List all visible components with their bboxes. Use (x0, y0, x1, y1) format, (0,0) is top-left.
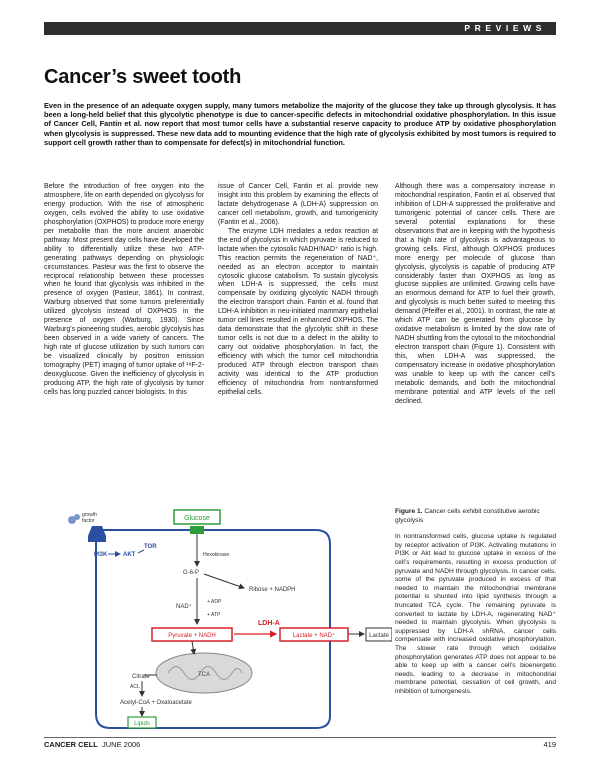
adp-label: + ADP (207, 599, 222, 605)
glucose-transporter-icon (190, 526, 204, 534)
paragraph: Before the introduction of free oxygen i… (44, 183, 204, 396)
growth-factor-line-2: factor (82, 518, 95, 524)
glucose-label: Glucose (184, 515, 210, 522)
article-abstract: Even in the presence of an adequate oxyg… (44, 101, 556, 147)
lipids-box (127, 716, 157, 729)
caption-title: Cancer cells exhibit constitutive aerobi… (395, 508, 540, 524)
growth-factor-icon (68, 514, 80, 524)
g6p-label: G-6-P (183, 570, 199, 576)
mitochondrion-icon (155, 652, 253, 694)
paragraph: Although there was a compensatory increa… (395, 183, 555, 405)
pyruvate-label: Pyruvate + NADH (168, 633, 216, 639)
article-title: Cancer’s sweet tooth (44, 66, 242, 88)
lipids-label: Lipids (134, 721, 150, 727)
growth-factor-label: growth factor (82, 512, 98, 524)
caption-body: In nontransformed cells, glucose uptake … (395, 533, 556, 695)
glucose-box (173, 509, 221, 525)
figure-1-diagram: growth factor PI3K AKT TOR Glucose Hexok… (44, 508, 392, 730)
hexokinase-label: Hexokinase (203, 552, 229, 558)
page-footer: CANCER CELL JUNE 2006 419 (44, 737, 556, 749)
footer-date: JUNE 2006 (102, 740, 141, 749)
atp-label: + ATP (207, 612, 221, 618)
tor-label: TOR (144, 544, 157, 550)
growth-factor-line-1: growth (82, 512, 97, 518)
acetylcoa-label: Acetyl-CoA + Oxaloacetate (120, 700, 193, 706)
mitochondrion-cristae (167, 666, 243, 680)
tca-label: TCA (198, 672, 210, 678)
citrate-label: Citrate (132, 674, 150, 680)
section-banner: PREVIEWS (44, 22, 556, 35)
akt-label: AKT (123, 552, 136, 558)
footer-journal: CANCER CELL (44, 740, 98, 749)
lactate-nad-label: Lactate + NAD⁺ (293, 632, 335, 639)
paragraph: The enzyme LDH mediates a redox reaction… (218, 227, 378, 396)
receptor-icon (88, 526, 106, 542)
pyruvate-mito-arrow (190, 640, 197, 655)
pathway-diagram: growth factor PI3K AKT TOR Glucose Hexok… (68, 509, 392, 729)
ldha-label: LDH-A (258, 620, 280, 627)
paragraph: issue of Cancer Cell, Fantin et al. prov… (218, 183, 378, 226)
pi3k-label: PI3K (94, 552, 108, 558)
figure-caption: Figure 1. Cancer cells exhibit constitut… (395, 508, 556, 696)
section-label: PREVIEWS (464, 23, 546, 33)
footer-page-number: 419 (543, 740, 556, 749)
caption-heading: Figure 1. Cancer cells exhibit constitut… (395, 508, 556, 525)
nad-label: NAD⁺ (176, 603, 192, 610)
body-column-2: issue of Cancer Cell, Fantin et al. prov… (218, 183, 378, 398)
g6p-ribose-arrow (203, 573, 245, 590)
lactate-box (365, 627, 392, 642)
footer-rule (44, 737, 556, 738)
body-column-1: Before the introduction of free oxygen i… (44, 183, 204, 398)
akt-tor-arrow (137, 549, 145, 554)
caption-label: Figure 1. (395, 508, 423, 515)
ribose-label: Ribose + NADPH (249, 587, 296, 593)
lactate-label: Lactate (369, 633, 389, 639)
body-column-3: Although there was a compensatory increa… (395, 183, 555, 407)
acl-label: ACL (130, 684, 140, 690)
